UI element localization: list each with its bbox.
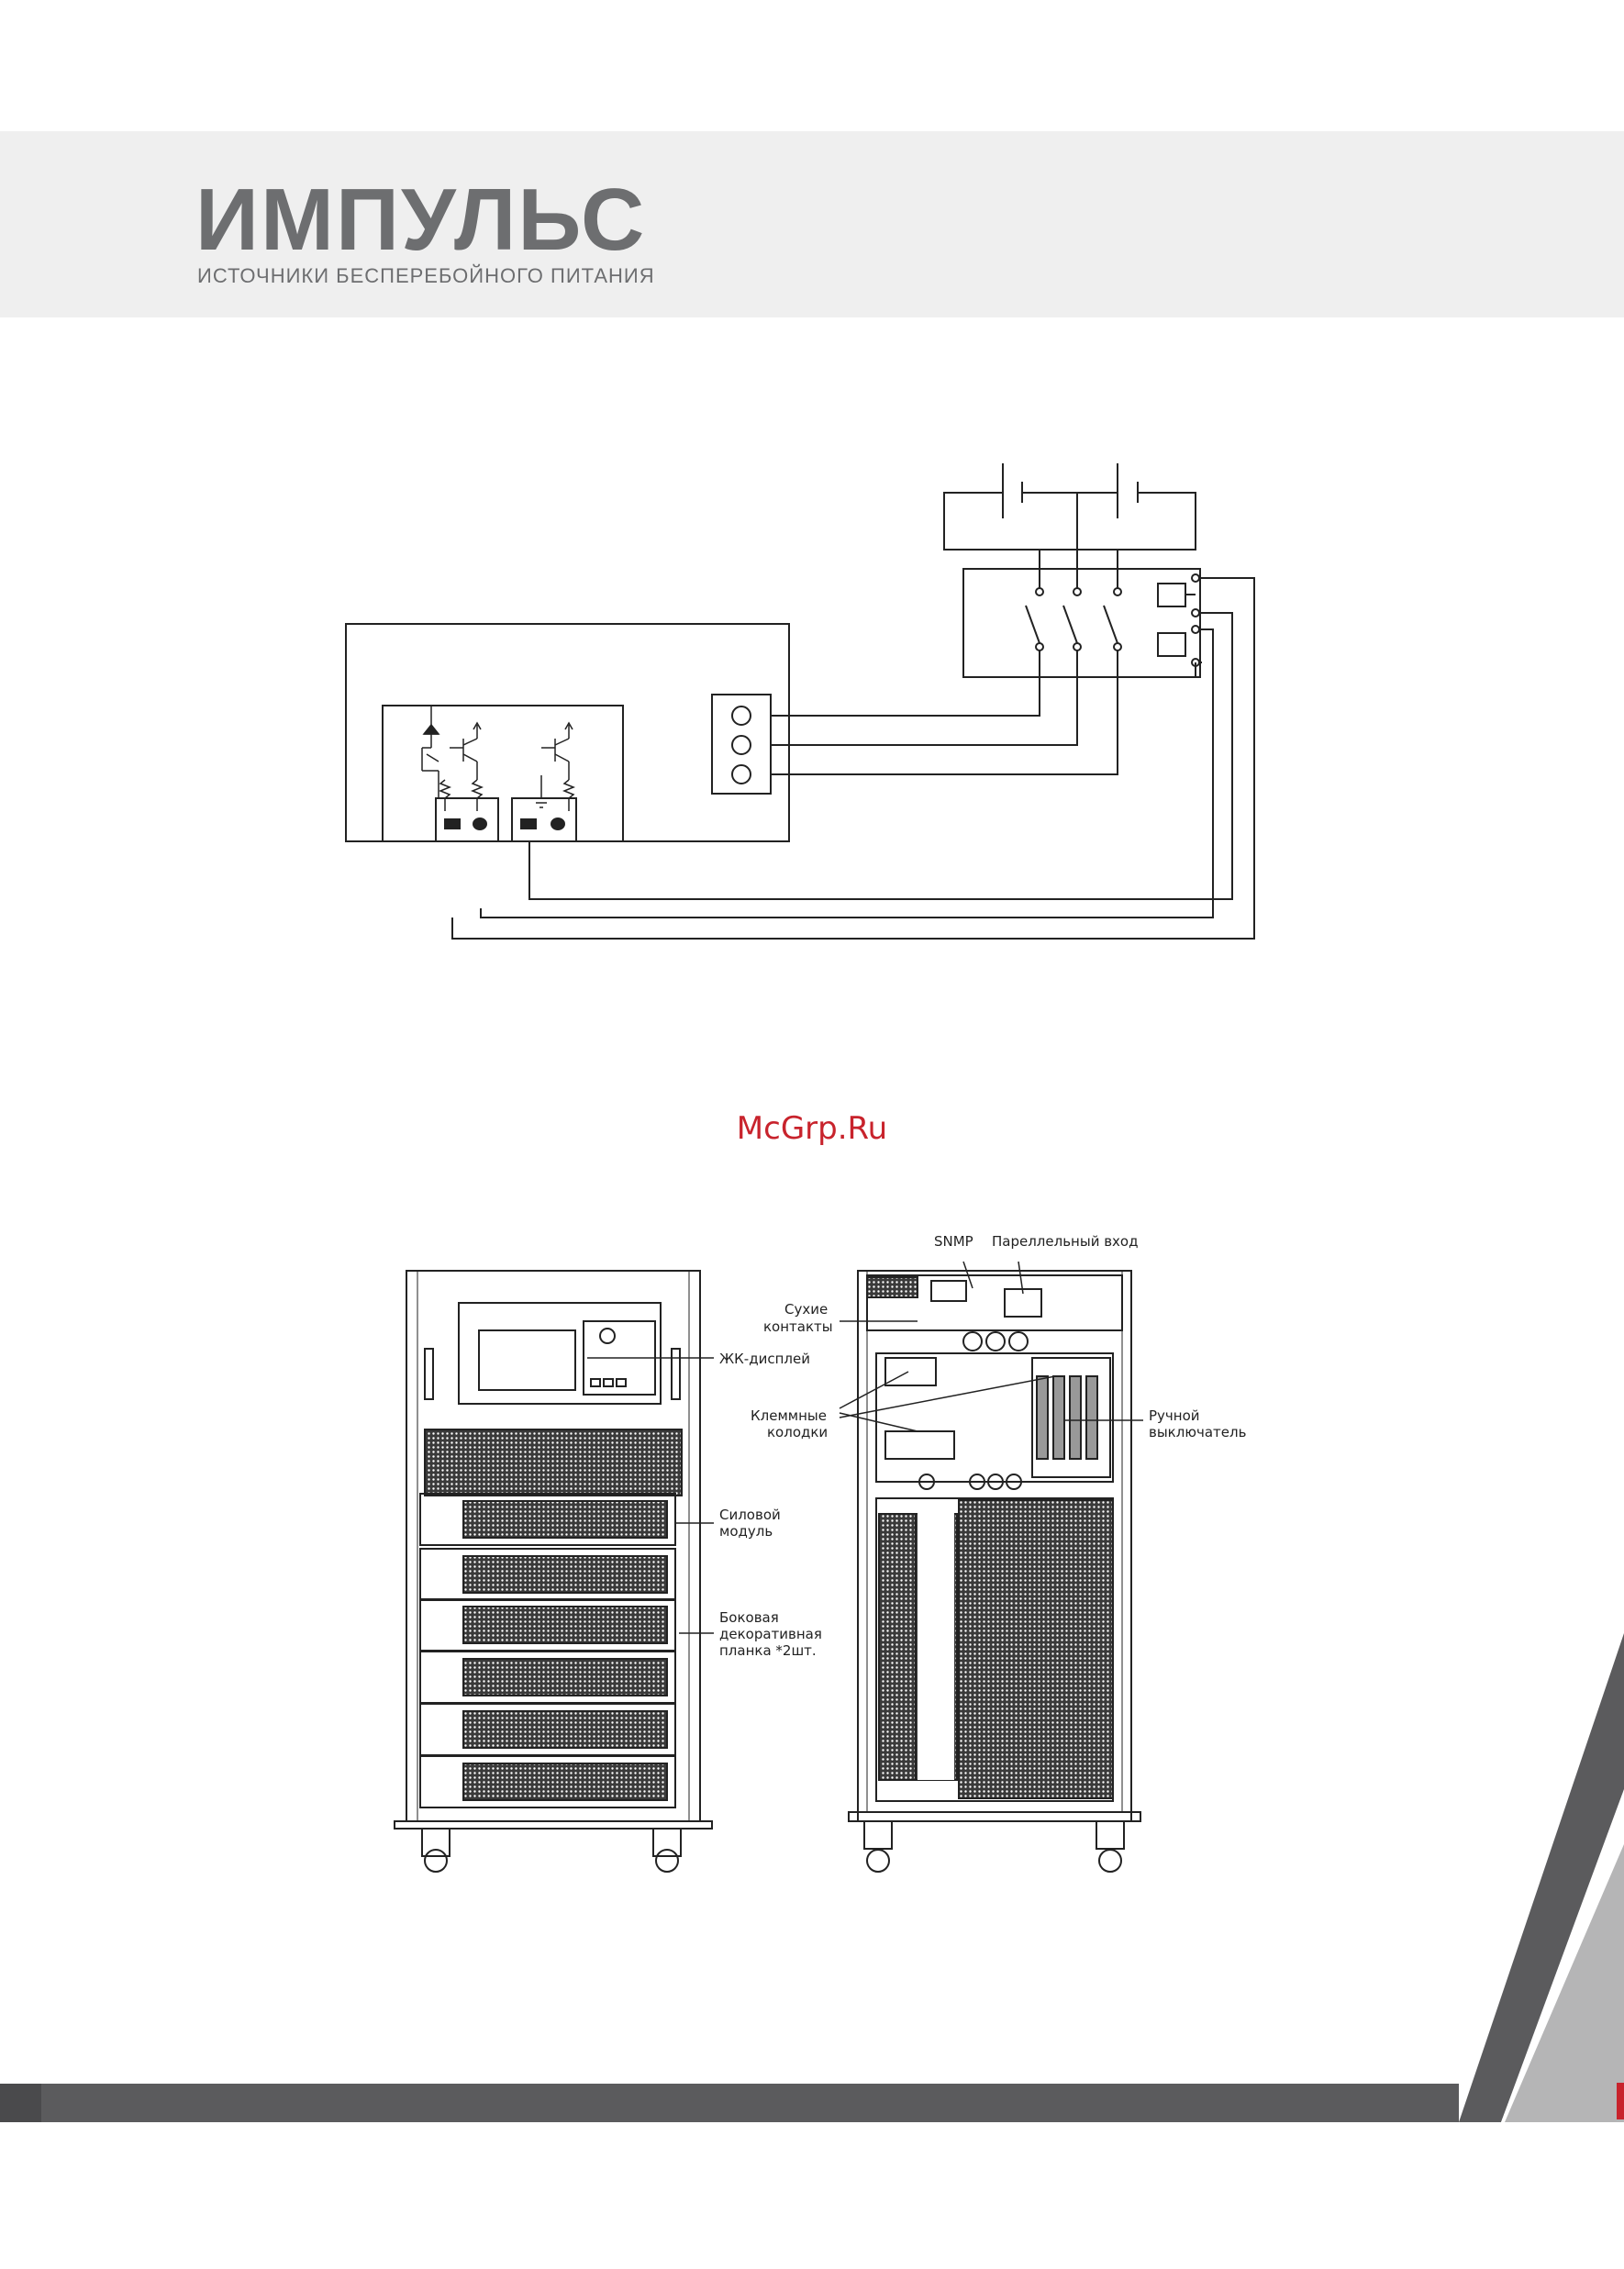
label-power-module-2: модуль xyxy=(719,1523,773,1540)
optocoupler-circuit xyxy=(422,706,573,811)
label-side-panel-2: декоративная xyxy=(719,1626,822,1642)
footer-decoration xyxy=(0,1633,1624,2122)
interface-board xyxy=(383,706,623,841)
power-modules xyxy=(420,1494,675,1807)
relay-switches xyxy=(1026,493,1121,651)
ups-box xyxy=(346,624,789,841)
relay-box xyxy=(963,569,1200,677)
wiring-diagram xyxy=(346,463,1254,939)
label-terminal-blocks-1: Клеммные xyxy=(751,1407,827,1424)
port-connector xyxy=(712,695,771,794)
label-manual-switch-1: Ручной xyxy=(1149,1407,1200,1424)
label-power-module-1: Силовой xyxy=(719,1507,781,1523)
label-parallel-input: Пареллельный вход xyxy=(992,1233,1139,1250)
label-side-panel-1: Боковая xyxy=(719,1609,779,1626)
battery-loop xyxy=(944,493,1196,550)
label-dry-contacts-1: Сухие xyxy=(784,1301,828,1318)
label-manual-switch-2: выключатель xyxy=(1149,1424,1246,1440)
label-terminal-blocks-2: колодки xyxy=(767,1424,828,1440)
cabinet-front xyxy=(395,1271,712,1872)
label-dry-contacts-2: контакты xyxy=(763,1318,833,1335)
label-lcd: ЖК-дисплей xyxy=(719,1351,810,1367)
label-snmp: SNMP xyxy=(934,1233,973,1250)
label-side-panel-3: планка *2шт. xyxy=(719,1642,817,1659)
cabinet-rear xyxy=(849,1271,1140,1872)
